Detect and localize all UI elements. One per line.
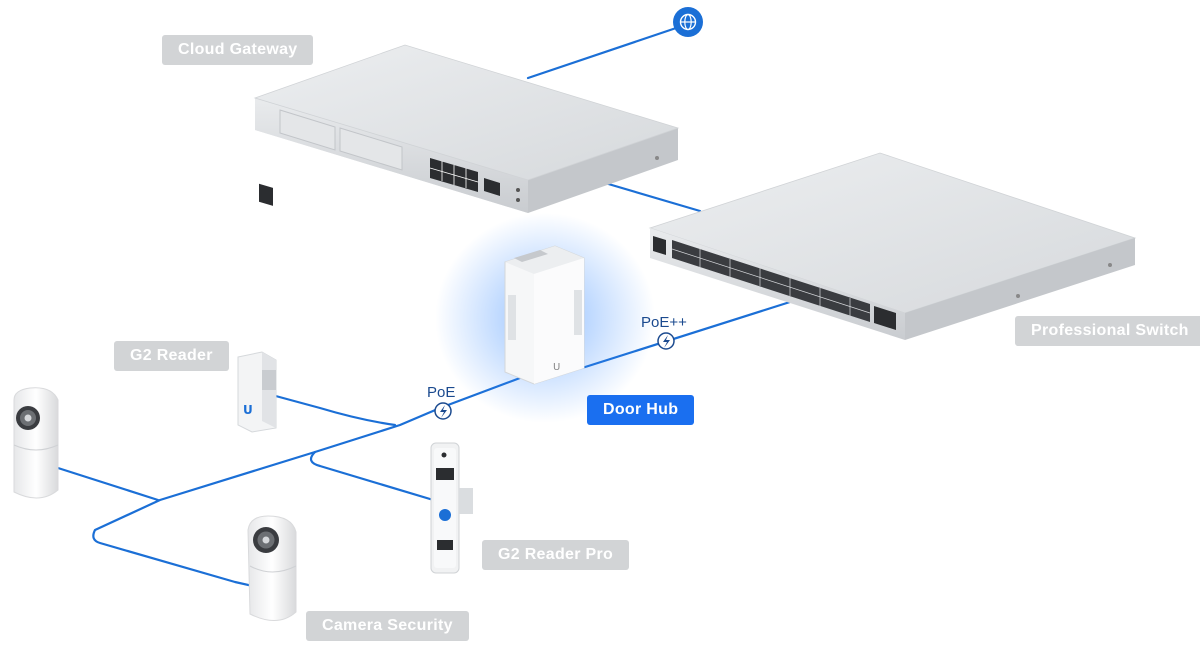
svg-text:U: U: [553, 362, 560, 373]
g2-reader-pro-label: G2 Reader Pro: [482, 540, 630, 570]
lightning-icon: [434, 402, 452, 420]
camera-security-label: Camera Security: [306, 611, 469, 641]
g2-reader-pro-device[interactable]: [430, 442, 473, 574]
cloud-gateway-device[interactable]: [253, 44, 680, 213]
cable-camera-left: [56, 466, 160, 502]
cable-g2reader: [270, 393, 397, 427]
professional-switch-device[interactable]: [648, 152, 1137, 340]
cable-g2readerpro: [309, 450, 442, 504]
professional-switch-label: Professional Switch: [1015, 316, 1200, 346]
globe-icon[interactable]: [673, 7, 703, 37]
camera-left-device[interactable]: [13, 387, 59, 499]
cable-gateway-switch: [603, 181, 702, 213]
lightning-icon: [657, 332, 675, 350]
cable-internet-gateway: [526, 22, 690, 80]
door-hub-device[interactable]: U: [504, 245, 585, 385]
cables: [56, 22, 792, 590]
poe-label: PoE: [427, 384, 456, 401]
g2-reader-device[interactable]: U: [237, 351, 277, 433]
poe-plus-label: PoE++: [641, 314, 687, 331]
cable-doorhub-trunk: [92, 376, 522, 590]
svg-text:U: U: [243, 403, 253, 417]
g2-reader-label: G2 Reader: [114, 341, 229, 371]
cloud-gateway-label: Cloud Gateway: [162, 35, 314, 65]
camera-bottom-device[interactable]: [247, 515, 297, 621]
door-hub-label: Door Hub: [587, 395, 695, 425]
